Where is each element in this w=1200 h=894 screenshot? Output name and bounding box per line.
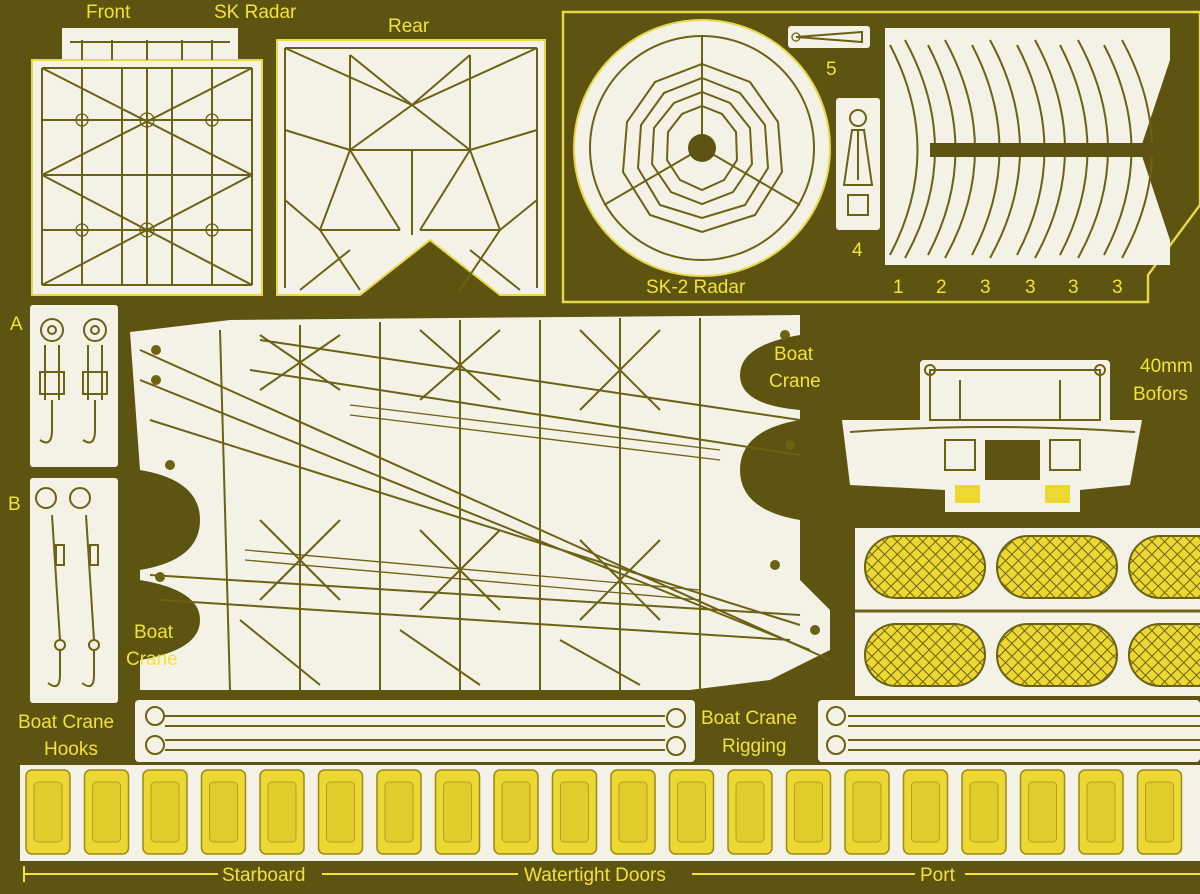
part-3b-label: 3 (1025, 277, 1036, 298)
watertight-door-panel (267, 781, 297, 843)
rear-label: Rear (388, 16, 430, 37)
watertight-door-panel (326, 781, 355, 843)
watertight-door-panel (618, 781, 648, 843)
watertight-doors-row (20, 765, 1200, 861)
radar-curved-ribs (885, 28, 1170, 265)
sk-radar-rear-part (276, 39, 546, 296)
boat-crane-hooks-part-a (30, 305, 118, 467)
rigging-strip-right (818, 700, 1200, 762)
watertight-door-panel (150, 781, 180, 843)
watertight-door-panel (501, 781, 531, 843)
hooks-label-2: Hooks (44, 739, 98, 760)
rigging-label-1: Boat Crane (701, 708, 797, 729)
rigging-label-2: Rigging (722, 736, 786, 757)
boat-crane-hooks-part-b (30, 478, 118, 703)
boat-crane-part (130, 315, 831, 691)
hooks-label-1: Boat Crane (18, 712, 114, 733)
bottom-caption-bar (23, 862, 1200, 886)
bofors-label-1: 40mm (1140, 356, 1193, 377)
sk-radar-front-part (31, 28, 263, 296)
watertight-door-panel (969, 781, 999, 843)
watertight-door-panel (735, 781, 765, 843)
part-b-label: B (8, 494, 21, 515)
part-4-label: 4 (852, 240, 863, 261)
watertight-door-panel (33, 781, 63, 843)
part-5-label: 5 (826, 59, 837, 80)
sk2-radar-label: SK-2 Radar (646, 277, 746, 298)
front-label: Front (86, 2, 131, 23)
starboard-label: Starboard (222, 865, 305, 886)
watertight-door-panel (852, 781, 882, 843)
watertight-door-panel (911, 781, 940, 843)
watertight-door-panel (1145, 781, 1174, 843)
watertight-door-panel (209, 781, 238, 843)
radar-part-5 (788, 26, 870, 48)
watertight-door-panel (443, 781, 472, 843)
rigging-strip-left (135, 700, 695, 762)
watertight-doors-label: Watertight Doors (524, 865, 666, 886)
port-label: Port (920, 865, 956, 886)
watertight-door-panel (560, 781, 589, 843)
part-1-label: 1 (893, 277, 904, 298)
mesh-plate-panel (855, 528, 1200, 696)
boat-crane-left-label-1: Boat (134, 622, 174, 643)
part-3a-label: 3 (980, 277, 991, 298)
watertight-door-panel (384, 781, 414, 843)
watertight-door-panel (794, 781, 823, 843)
watertight-door-panel (1028, 781, 1057, 843)
part-3d-label: 3 (1112, 277, 1123, 298)
part-a-label: A (10, 314, 23, 335)
watertight-door-panel (677, 781, 706, 843)
boat-crane-left-label-2: Crane (126, 649, 178, 670)
boat-crane-right-label-2: Crane (769, 371, 821, 392)
part-3c-label: 3 (1068, 277, 1079, 298)
watertight-door-panel (1086, 781, 1116, 843)
radar-part-4 (836, 98, 880, 230)
boat-crane-right-label-1: Boat (774, 344, 814, 365)
part-2-label: 2 (936, 277, 947, 298)
sk2-radar-frame (561, 10, 1200, 304)
bofors-label-2: Bofors (1133, 384, 1188, 405)
bofors-40mm-part (842, 360, 1142, 512)
sk-radar-label: SK Radar (214, 2, 297, 23)
sk2-radar-dish-part (573, 19, 831, 277)
watertight-door-panel (92, 781, 121, 843)
